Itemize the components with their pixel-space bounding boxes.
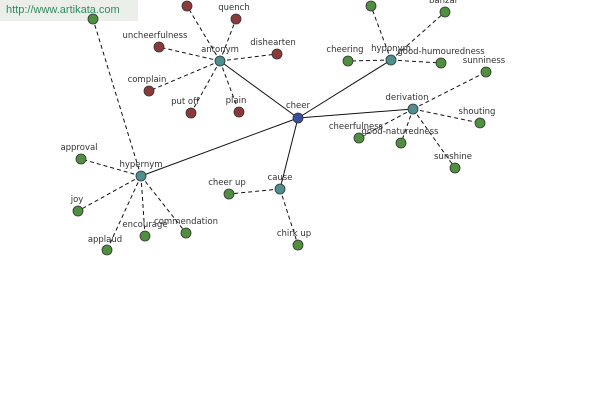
term-node-hypernym-top[interactable] [87, 13, 99, 25]
edge-hyponym-cheering [347, 59, 392, 62]
term-node-good-naturedness[interactable] [395, 137, 407, 149]
edge-cheer-cause [279, 117, 299, 190]
term-label-approval: approval [60, 143, 97, 153]
term-node-uncheerfulness[interactable] [153, 41, 165, 53]
term-label-cheer-up: cheer up [208, 178, 246, 188]
term-label-put-off: put off [171, 97, 200, 107]
edges-layer [77, 5, 487, 251]
term-label-chirk-up: chirk up [277, 229, 311, 239]
relation-node-cause[interactable] [274, 183, 286, 195]
relation-label-derivation: derivation [385, 93, 428, 103]
term-label-commendation: commendation [154, 217, 218, 227]
term-node-sunniness[interactable] [480, 66, 492, 78]
term-node-commendation[interactable] [180, 227, 192, 239]
edge-hypernym-hypernym-top [92, 18, 142, 177]
edge-hyponym-hyponym-top [370, 5, 392, 61]
term-node-banzai[interactable] [439, 6, 451, 18]
relation-node-derivation[interactable] [407, 103, 419, 115]
term-node-good-humouredness[interactable] [435, 57, 447, 69]
term-node-antonym-top[interactable] [181, 0, 193, 12]
term-label-applaud: applaud [88, 235, 122, 245]
edge-cheer-derivation [297, 108, 414, 119]
term-label-sunniness: sunniness [463, 56, 506, 66]
term-label-shouting: shouting [459, 107, 496, 117]
relation-node-antonym[interactable] [214, 55, 226, 67]
edge-derivation-shouting [412, 108, 481, 124]
edge-derivation-good-naturedness [400, 108, 414, 144]
center-label-cheer: cheer [286, 101, 311, 111]
term-node-chirk-up[interactable] [292, 239, 304, 251]
term-label-good-naturedness: good-naturedness [362, 127, 440, 137]
term-node-put-off[interactable] [185, 107, 197, 119]
edge-derivation-cheerfulness [358, 108, 414, 139]
term-label-sunshine: sunshine [434, 152, 472, 162]
term-node-sunshine[interactable] [449, 162, 461, 174]
edge-hyponym-good-humouredness [390, 59, 442, 64]
term-node-dishearten[interactable] [271, 48, 283, 60]
center-node-cheer[interactable] [292, 112, 304, 124]
term-node-cheering[interactable] [342, 55, 354, 67]
relation-label-antonym: antonym [201, 45, 239, 55]
term-label-joy: joy [70, 195, 84, 205]
term-label-complain: complain [128, 75, 167, 85]
edge-antonym-plain [219, 60, 240, 113]
nodes-layer [72, 0, 492, 256]
term-node-complain[interactable] [143, 85, 155, 97]
edge-cause-cheer-up [228, 188, 281, 195]
edge-derivation-sunshine [412, 108, 456, 169]
term-label-plain: plain [226, 96, 247, 106]
term-node-approval[interactable] [75, 153, 87, 165]
term-node-hyponym-top[interactable] [365, 0, 377, 12]
term-node-cheerfulness[interactable] [353, 132, 365, 144]
edge-hypernym-joy [77, 175, 142, 212]
relation-node-hypernym[interactable] [135, 170, 147, 182]
edge-antonym-uncheerfulness [158, 46, 221, 62]
term-label-banzai: banzai [429, 0, 457, 6]
term-node-plain[interactable] [233, 106, 245, 118]
relation-label-hyponym: hyponym [371, 44, 411, 54]
edge-cheer-antonym [219, 60, 299, 119]
term-node-encourage[interactable] [139, 230, 151, 242]
edge-derivation-sunniness [412, 71, 487, 110]
edge-hyponym-banzai [390, 11, 446, 61]
edge-antonym-put-off [190, 60, 221, 114]
edge-antonym-quench [219, 18, 237, 62]
relation-label-hypernym: hypernym [119, 160, 162, 170]
edge-hypernym-commendation [140, 175, 187, 234]
term-node-joy[interactable] [72, 205, 84, 217]
watermark-url: http://www.artikata.com [6, 4, 120, 16]
term-label-cheerfulness: cheerfulness [329, 122, 384, 132]
term-node-applaud[interactable] [101, 244, 113, 256]
term-node-cheer-up[interactable] [223, 188, 235, 200]
term-node-shouting[interactable] [474, 117, 486, 129]
relation-label-cause: cause [268, 173, 293, 183]
term-label-cheering: cheering [326, 45, 363, 55]
term-label-good-humouredness: good-humouredness [397, 47, 485, 57]
relation-node-hyponym[interactable] [385, 54, 397, 66]
term-label-uncheerfulness: uncheerfulness [122, 31, 188, 41]
watermark: http://www.artikata.com [0, 0, 138, 21]
edge-cause-chirk-up [279, 188, 299, 246]
edge-hypernym-encourage [140, 175, 146, 237]
edge-cheer-hyponym [297, 59, 392, 119]
edge-antonym-dishearten [219, 53, 278, 62]
edge-antonym-complain [148, 60, 221, 92]
labels-layer: quench uncheerfulness dishearten complain pu… [60, 0, 505, 245]
edge-antonym-antonym-top [186, 5, 221, 62]
edge-hypernym-approval [80, 158, 142, 177]
term-label-quench: quench [218, 3, 249, 13]
term-label-dishearten: dishearten [250, 38, 295, 48]
term-node-quench[interactable] [230, 13, 242, 25]
term-label-encourage: encourage [122, 220, 167, 230]
edge-cheer-hypernym [140, 117, 299, 177]
